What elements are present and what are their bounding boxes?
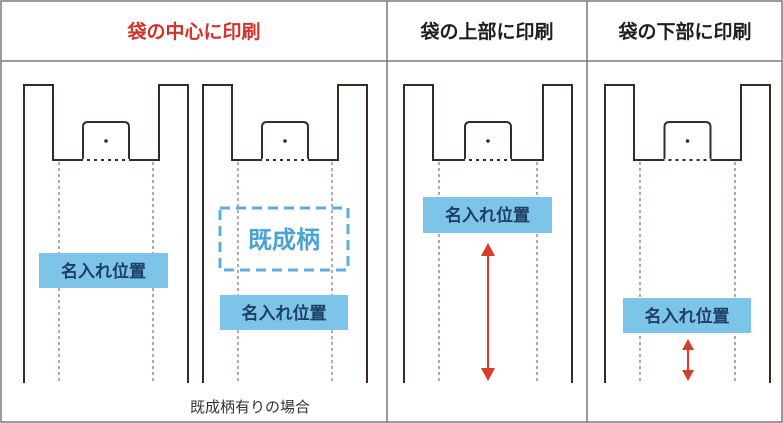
hanger-tab bbox=[82, 121, 130, 160]
print-area-label-bg bbox=[623, 298, 751, 333]
existing-design-box bbox=[218, 206, 350, 272]
hanger-tab bbox=[663, 121, 712, 160]
header-top: 袋の上部に印刷 bbox=[419, 20, 553, 43]
print-area-label: 名入れ位置 bbox=[645, 306, 730, 327]
existing-design-caption: 既成柄有りの場合 bbox=[190, 398, 310, 416]
range-arrow bbox=[481, 243, 495, 381]
arrow-down-icon bbox=[682, 370, 694, 381]
print-area-label: 名入れ位置 bbox=[242, 303, 327, 324]
existing-design-label: 既成柄 bbox=[248, 226, 320, 254]
bags-layer bbox=[23, 84, 771, 383]
hanger-hole bbox=[486, 139, 490, 143]
header-center: 袋の中心に印刷 bbox=[126, 20, 260, 43]
range-arrow bbox=[682, 339, 694, 381]
print-area-label-bg bbox=[220, 295, 348, 330]
hanger-hole bbox=[283, 139, 287, 143]
bag-body bbox=[604, 84, 771, 383]
bag-outline bbox=[604, 84, 771, 383]
hanger-hole bbox=[104, 139, 108, 143]
print-area-label: 名入れ位置 bbox=[61, 261, 146, 282]
arrow-down-icon bbox=[481, 368, 495, 381]
hanger-tab bbox=[261, 121, 309, 160]
hanger-tab bbox=[464, 121, 512, 160]
hanger-hole bbox=[685, 139, 690, 143]
header-bottom: 袋の下部に印刷 bbox=[617, 20, 751, 43]
bag-outline bbox=[23, 84, 189, 383]
arrow-up-icon bbox=[481, 243, 495, 256]
print-area-label: 名入れ位置 bbox=[445, 205, 530, 226]
print-area-label-bg bbox=[39, 253, 168, 288]
bag-outline bbox=[202, 84, 368, 383]
arrow-up-icon bbox=[682, 339, 694, 350]
print-area-label-bg bbox=[423, 197, 552, 233]
bag-body bbox=[23, 84, 189, 383]
